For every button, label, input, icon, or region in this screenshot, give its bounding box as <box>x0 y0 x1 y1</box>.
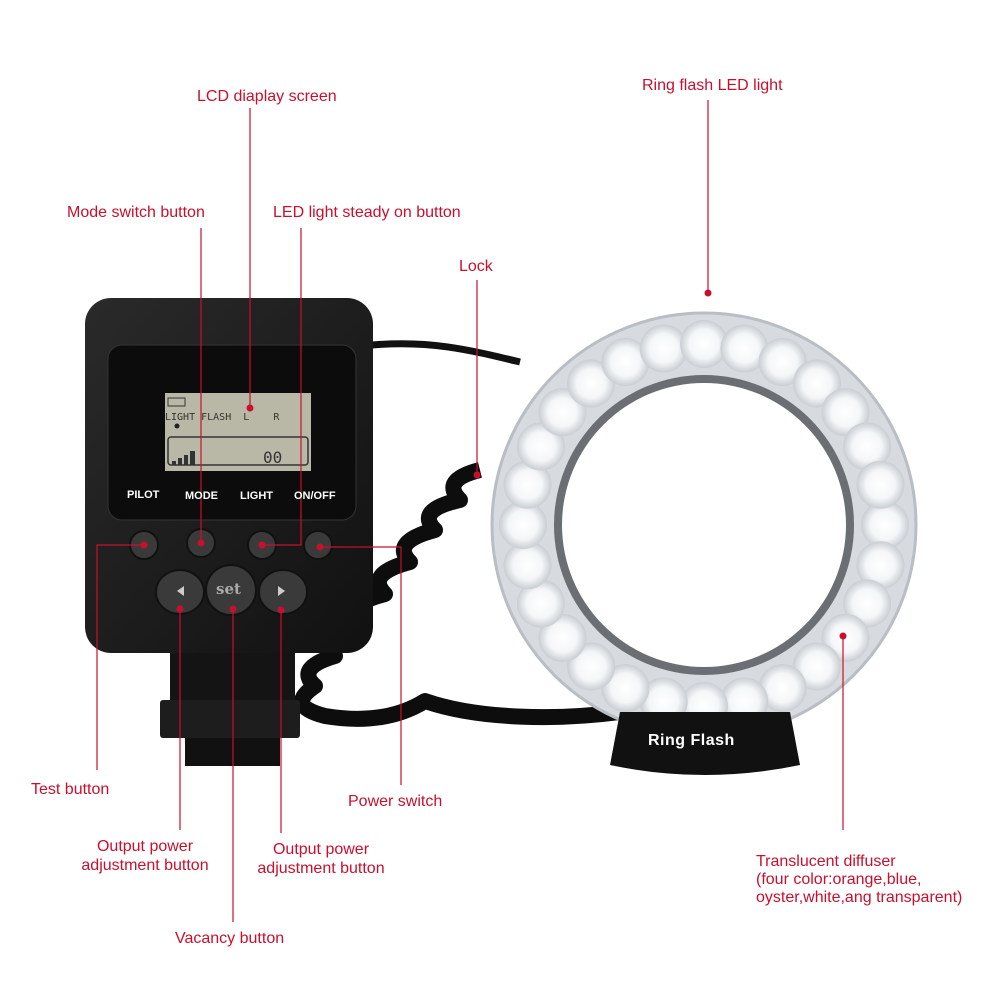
ring-flash-text: Ring Flash <box>648 732 735 749</box>
led-light <box>856 460 905 509</box>
set-button <box>205 564 257 616</box>
label-line: oyster,white,ang transparent) <box>756 889 963 906</box>
led-light <box>843 579 892 628</box>
onoff-text: ON/OFF <box>294 490 336 502</box>
led-light <box>758 664 807 713</box>
led-light <box>601 337 650 386</box>
label-line: (four color:orange,blue, <box>756 871 922 888</box>
led-light <box>516 579 565 628</box>
cable <box>371 340 521 366</box>
ring-flash-base <box>610 712 800 775</box>
led-light <box>843 422 892 471</box>
label-ring-led: Ring flash LED light <box>642 77 783 94</box>
led-light <box>720 324 769 373</box>
label-led-steady: LED light steady on button <box>273 204 461 221</box>
led-light <box>758 337 807 386</box>
led-light <box>856 541 905 590</box>
label-line: adjustment button <box>257 860 385 877</box>
led-light <box>516 422 565 471</box>
led-light <box>538 613 587 662</box>
light-text: LIGHT <box>240 490 273 502</box>
label-mode-switch: Mode switch button <box>67 204 205 221</box>
led-light <box>792 642 841 691</box>
led-light <box>567 359 616 408</box>
leader-lines <box>96 100 844 922</box>
label-test: Test button <box>31 781 110 798</box>
label-power-switch: Power switch <box>348 793 443 810</box>
label-line: Output power <box>96 838 194 855</box>
led-light <box>503 460 552 509</box>
label-line: Output power <box>272 841 370 858</box>
label-lcd: LCD diaplay screen <box>197 88 337 105</box>
lcd-value: 00 <box>263 448 283 467</box>
pilot-text: PILOT <box>127 489 160 501</box>
led-light <box>821 388 870 437</box>
led-light <box>601 664 650 713</box>
label-output-left: Output power adjustment button <box>72 837 218 875</box>
label-line: adjustment button <box>81 857 209 874</box>
label-lock: Lock <box>459 258 493 275</box>
label-line: Translucent diffuser <box>756 853 896 870</box>
led-light <box>499 501 547 549</box>
label-output-right: Output power adjustment button <box>248 840 394 878</box>
led-light <box>639 324 688 373</box>
label-diffuser: Translucent diffuser (four color:orange,… <box>756 853 962 907</box>
led-light <box>503 541 552 590</box>
mode-text: MODE <box>185 490 218 502</box>
lcd-mode-text: LIGHT FLASH L R <box>165 412 280 423</box>
lcd-screen <box>165 393 311 471</box>
led-light <box>861 501 909 549</box>
led-light <box>680 320 728 368</box>
set-text: set <box>216 580 241 598</box>
label-vacancy: Vacancy button <box>175 930 285 947</box>
